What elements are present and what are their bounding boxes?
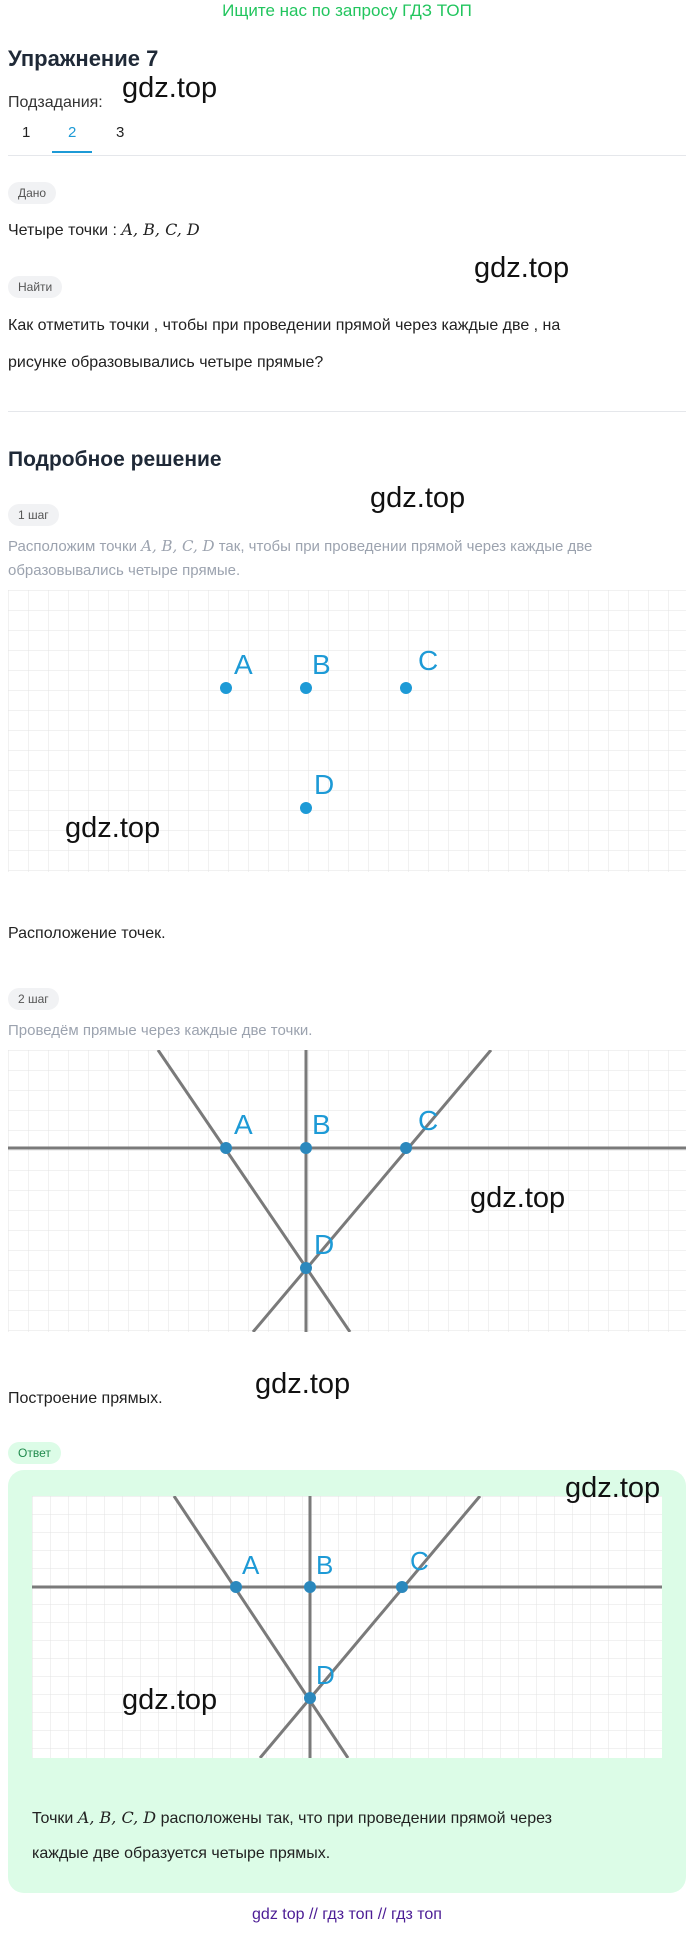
find-text-line1: Как отметить точки , чтобы при проведени…	[8, 317, 561, 334]
grid-background	[8, 590, 686, 872]
point-a	[220, 682, 232, 694]
find-badge: Найти	[8, 276, 63, 298]
solution-title: Подробное решение	[8, 448, 222, 471]
grid-background	[8, 1050, 686, 1332]
label-d: D	[314, 1229, 334, 1260]
step2-text: Проведём прямые через каждые две точки.	[8, 1022, 313, 1039]
line-cd	[258, 1496, 482, 1758]
watermark: gdz.top	[370, 482, 466, 514]
answer-figure: A B C D	[32, 1496, 662, 1758]
point-d	[300, 1262, 312, 1274]
lines-figure: A B C D	[8, 1050, 686, 1332]
label-b: B	[316, 1550, 333, 1580]
point-b	[300, 682, 312, 694]
watermark: gdz.top	[474, 252, 570, 284]
step1-text: Расположим точки A, B, C, D так, чтобы п…	[8, 534, 688, 583]
tab-subtask-2[interactable]: 2	[68, 124, 77, 141]
subtasks-label: Подзадания:	[8, 94, 103, 111]
answer-text-line1: Точки A, B, C, D расположены так, что пр…	[32, 1808, 552, 1828]
point-d	[300, 802, 312, 814]
label-d: D	[314, 769, 334, 800]
point-a	[230, 1581, 242, 1593]
label-b: B	[312, 1109, 331, 1140]
label-c: C	[418, 645, 438, 676]
divider	[8, 155, 686, 156]
label-a: A	[234, 649, 253, 680]
answer-text-line2: каждые две образуется четыре прямых.	[32, 1845, 331, 1862]
tab-subtask-3[interactable]: 3	[116, 124, 125, 141]
label-d: D	[316, 1660, 335, 1690]
line-ad	[156, 1050, 352, 1332]
caption-lines: Построение прямых.	[8, 1390, 163, 1407]
point-b	[304, 1581, 316, 1593]
label-c: C	[418, 1105, 438, 1136]
point-a	[220, 1142, 232, 1154]
step1-text-b: так, чтобы при проведении прямой через к…	[218, 538, 593, 555]
divider	[8, 411, 686, 412]
given-label-text: Четыре точки :	[8, 222, 117, 239]
search-banner[interactable]: Ищите нас по запросу ГДЗ ТОП	[222, 1, 472, 20]
tab-subtask-1[interactable]: 1	[22, 124, 31, 141]
point-c	[396, 1581, 408, 1593]
line-cd	[251, 1050, 493, 1332]
label-c: C	[410, 1546, 429, 1576]
line-ad	[172, 1496, 350, 1758]
given-text: Четыре точки : A, B, C, D	[8, 220, 200, 240]
active-tab-indicator	[52, 151, 92, 153]
find-text-line2: рисунке образовывались четыре прямые?	[8, 354, 324, 371]
watermark: gdz.top	[470, 1182, 566, 1214]
answer-text-b: расположены так, что при проведении прям…	[160, 1810, 552, 1827]
grid-background	[32, 1496, 662, 1758]
point-c	[400, 682, 412, 694]
step1-text-c: образовывались четыре прямые.	[8, 562, 241, 579]
step1-text-a: Расположим точки	[8, 538, 137, 555]
points-figure: A B C D	[8, 590, 686, 872]
given-badge: Дано	[8, 182, 57, 204]
watermark: gdz.top	[565, 1472, 661, 1504]
answer-points: A, B, C, D	[77, 1808, 157, 1827]
step1-points: A, B, C, D	[141, 537, 215, 555]
caption-points: Расположение точек.	[8, 925, 166, 942]
watermark: gdz.top	[65, 812, 161, 844]
step1-badge: 1 шаг	[8, 504, 59, 526]
point-d	[304, 1692, 316, 1704]
given-points: A, B, C, D	[121, 220, 200, 239]
watermark: gdz.top	[122, 1684, 218, 1716]
answer-badge: Ответ	[8, 1442, 61, 1464]
answer-text-a: Точки	[32, 1810, 74, 1827]
label-a: A	[234, 1109, 253, 1140]
footer-links[interactable]: gdz top // гдз топ // гдз топ	[252, 1906, 442, 1923]
step2-badge: 2 шаг	[8, 988, 59, 1010]
label-a: A	[242, 1550, 260, 1580]
label-b: B	[312, 649, 331, 680]
page-title: Упражнение 7	[8, 46, 159, 71]
watermark: gdz.top	[122, 72, 218, 104]
point-b	[300, 1142, 312, 1154]
point-c	[400, 1142, 412, 1154]
watermark: gdz.top	[255, 1368, 351, 1400]
